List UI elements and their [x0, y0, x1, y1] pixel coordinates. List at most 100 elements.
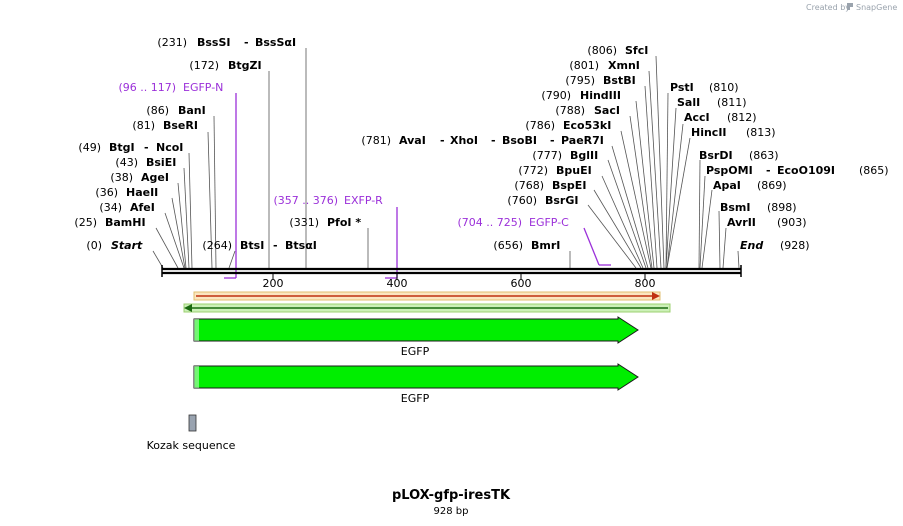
axis-tick-400: 400 — [387, 277, 408, 290]
site-pos-bstbi: (795) — [565, 74, 595, 87]
site-btsai[interactable]: BtsαI — [285, 239, 317, 252]
site-pos-hindiii: (790) — [541, 89, 571, 102]
site-pos-bmri: (656) — [493, 239, 523, 252]
site-sfci[interactable]: SfcI — [625, 44, 648, 57]
site-start[interactable]: Start — [111, 239, 143, 252]
site-bmri[interactable]: BmrI — [531, 239, 560, 252]
site-ncoi[interactable]: NcoI — [156, 141, 183, 154]
site-sali[interactable]: SalI — [677, 96, 700, 109]
site-afei[interactable]: AfeI — [130, 201, 155, 214]
site-hincii[interactable]: HincII — [691, 126, 727, 139]
feature-label-egfp-1: EGFP — [401, 345, 430, 358]
site-pfoi[interactable]: PfoI * — [327, 216, 361, 229]
site-xhoi[interactable]: XhoI — [450, 134, 478, 147]
site-bsiei[interactable]: BsiEI — [146, 156, 176, 169]
primer-egfp-n[interactable]: EGFP-N — [183, 81, 223, 94]
site-end[interactable]: End — [740, 239, 763, 252]
site-bsssi[interactable]: BssSI — [197, 36, 231, 49]
site-pos-bsrdi: (863) — [749, 149, 779, 162]
site-bsmi[interactable]: BsmI — [720, 201, 751, 214]
site-pos-sali: (811) — [717, 96, 747, 109]
site-bsobi[interactable]: BsoBI — [502, 134, 537, 147]
site-eco53ki[interactable]: Eco53kI — [563, 119, 611, 132]
site-acci[interactable]: AccI — [684, 111, 710, 124]
site-avai[interactable]: AvaI — [399, 134, 426, 147]
primer-range-egfp-n: (96 .. 117) — [118, 81, 176, 94]
site-connectors — [152, 48, 740, 269]
site-bsrgi[interactable]: BsrGI — [545, 194, 578, 207]
site-pos-btgi: (49) — [78, 141, 101, 154]
site-bani[interactable]: BanI — [178, 104, 206, 117]
site-avrii[interactable]: AvrII — [727, 216, 756, 229]
site-bseri[interactable]: BseRI — [163, 119, 198, 132]
site-pos-eco53ki: (786) — [525, 119, 555, 132]
feature-egfp-1[interactable] — [193, 316, 639, 344]
map-length: 928 bp — [434, 506, 469, 517]
site-psti[interactable]: PstI — [670, 81, 694, 94]
site-bstbi[interactable]: BstBI — [603, 74, 636, 87]
site-btgi[interactable]: BtgI — [109, 141, 135, 154]
site-sep: - — [440, 134, 445, 147]
feature-label-kozak: Kozak sequence — [147, 439, 236, 452]
site-pos-bspei: (768) — [514, 179, 544, 192]
primer-range-exfp-r: (357 .. 376) — [273, 194, 338, 207]
site-pos-acci: (812) — [727, 111, 757, 124]
site-pos-afei: (34) — [99, 201, 122, 214]
primer-connectors — [224, 93, 611, 279]
site-pos-saci: (788) — [555, 104, 585, 117]
brand-text: SnapGene — [856, 3, 897, 12]
site-bamhi[interactable]: BamHI — [105, 216, 146, 229]
feature-egfp-2[interactable] — [193, 363, 639, 391]
site-sep: - — [550, 134, 555, 147]
site-bpuei[interactable]: BpuEI — [556, 164, 592, 177]
site-sep: - — [766, 164, 771, 177]
site-bspei[interactable]: BspEI — [552, 179, 586, 192]
feature-kozak[interactable] — [188, 414, 197, 432]
site-pos-bsssi: (231) — [157, 36, 187, 49]
site-pspomi[interactable]: PspOMI — [706, 164, 753, 177]
site-haeii[interactable]: HaeII — [126, 186, 158, 199]
site-pos-avrii: (903) — [777, 216, 807, 229]
site-pos-start: (0) — [86, 239, 102, 252]
orf-reverse[interactable] — [183, 303, 671, 313]
site-pos-bsmi: (898) — [767, 201, 797, 214]
site-xmni[interactable]: XmnI — [608, 59, 640, 72]
site-pos-bani: (86) — [146, 104, 169, 117]
site-apai[interactable]: ApaI — [713, 179, 741, 192]
feature-label-egfp-2: EGFP — [401, 392, 430, 405]
map-title: pLOX-gfp-iresTK — [392, 488, 511, 503]
site-pos-pspomi: (865) — [859, 164, 889, 177]
site-ecoo109i[interactable]: EcoO109I — [777, 164, 835, 177]
site-bglii[interactable]: BglII — [570, 149, 598, 162]
primer-exfp-r[interactable]: EXFP-R — [344, 194, 383, 207]
site-hindiii[interactable]: HindIII — [580, 89, 621, 102]
site-agei[interactable]: AgeI — [141, 171, 169, 184]
primer-egfp-c[interactable]: EGFP-C — [529, 216, 569, 229]
site-pos-bsrgi: (760) — [507, 194, 537, 207]
site-saci[interactable]: SacI — [594, 104, 620, 117]
site-pos-bpuei: (772) — [518, 164, 548, 177]
site-bsssai[interactable]: BssSαI — [255, 36, 296, 49]
site-bsrdi[interactable]: BsrDI — [699, 149, 733, 162]
site-pos-haeii: (36) — [95, 186, 118, 199]
site-pos-btgzi: (172) — [189, 59, 219, 72]
site-pos-agei: (38) — [110, 171, 133, 184]
axis: 200 400 600 800 — [263, 273, 656, 290]
site-paer7i[interactable]: PaeR7I — [561, 134, 604, 147]
site-sep: - — [491, 134, 496, 147]
site-pos-pfoi: (331) — [289, 216, 319, 229]
site-sep: - — [144, 141, 149, 154]
orf-forward[interactable] — [193, 291, 661, 301]
site-pos-xmni: (801) — [569, 59, 599, 72]
primer-range-egfp-c: (704 .. 725) — [457, 216, 522, 229]
site-pos-bsiei: (43) — [115, 156, 138, 169]
site-pos-psti: (810) — [709, 81, 739, 94]
site-pos-bseri: (81) — [132, 119, 155, 132]
site-btsi[interactable]: BtsI — [240, 239, 264, 252]
axis-tick-800: 800 — [635, 277, 656, 290]
site-btgzi[interactable]: BtgZI — [228, 59, 262, 72]
site-pos-apai: (869) — [757, 179, 787, 192]
site-pos-bamhi: (25) — [74, 216, 97, 229]
axis-tick-600: 600 — [511, 277, 532, 290]
